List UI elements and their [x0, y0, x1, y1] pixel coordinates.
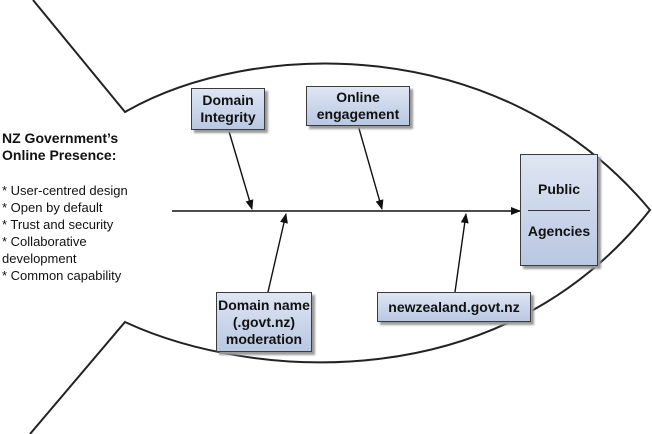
newzealand-govt-nz-box: newzealand.govt.nz: [377, 292, 531, 322]
box-label-line: Online: [336, 89, 380, 105]
domain-integrity-box: Domain Integrity: [191, 88, 265, 130]
box-label-line: Domain name: [218, 296, 310, 313]
rib-arrow-domain-integrity: [227, 127, 254, 210]
principle-item: development: [2, 251, 77, 266]
rib-arrow-newzealand: [454, 213, 469, 293]
principles-list: * User-centred design * Open by default …: [2, 182, 162, 284]
panel-title-line: NZ Government’s: [2, 130, 119, 146]
panel-title-line: Online Presence:: [2, 147, 117, 163]
rib-arrow-online-engagement: [357, 124, 384, 210]
box-label-line: engagement: [316, 106, 400, 122]
principle-item: * Trust and security: [2, 217, 114, 232]
online-engagement-box: Online engagement: [306, 86, 410, 126]
box-label-line: Integrity: [200, 109, 256, 125]
principle-item: * Open by default: [2, 200, 103, 215]
box-label-line: moderation: [225, 330, 303, 347]
principle-item: * User-centred design: [2, 183, 128, 198]
public-agencies-box: Public Agencies: [520, 154, 598, 266]
panel-title: NZ Government’s Online Presence:: [2, 130, 162, 164]
online-presence-panel: NZ Government’s Online Presence: * User-…: [2, 130, 162, 284]
box-label-line: Public: [537, 180, 580, 197]
principle-item: * Common capability: [2, 268, 122, 283]
box-label-line: Agencies: [527, 222, 591, 239]
box-label-line: newzealand.govt.nz: [388, 298, 520, 315]
fish-body-outline: [29, 0, 652, 434]
principle-item: * Collaborative: [2, 234, 87, 249]
domain-name-moderation-box: Domain name (.govt.nz) moderation: [216, 292, 312, 352]
box-divider: [527, 209, 591, 211]
rib-arrow-domain-name: [267, 213, 288, 293]
box-label-line: (.govt.nz): [232, 313, 296, 330]
box-label-line: Domain: [202, 92, 254, 108]
